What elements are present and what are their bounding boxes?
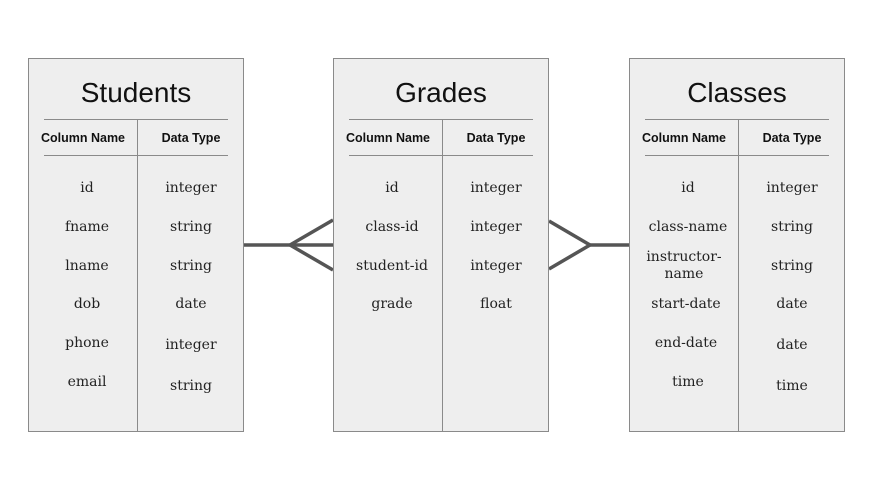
data-type-header: Data Type [466, 131, 526, 145]
row-data-type: string [771, 258, 813, 274]
row-column-name: grade [371, 296, 413, 312]
row-data-type: string [771, 219, 813, 235]
row-data-type: integer [165, 337, 217, 353]
row-column-name: id [385, 180, 399, 196]
divider [44, 119, 228, 120]
column-name-header: Column Name [40, 131, 126, 145]
row-column-name: class-id [365, 219, 419, 235]
row-column-name: start-date [651, 296, 721, 312]
row-data-type: integer [766, 180, 818, 196]
data-type-header: Data Type [762, 131, 822, 145]
divider [645, 119, 829, 120]
row-column-name: end-date [654, 335, 718, 351]
row-column-name: dob [73, 296, 101, 312]
divider [645, 155, 829, 156]
row-data-type: string [170, 219, 212, 235]
row-column-name: id [80, 180, 94, 196]
row-column-name: class-name [648, 219, 728, 235]
row-column-name: id [681, 180, 695, 196]
row-data-type: date [175, 296, 207, 312]
row-data-type: date [776, 296, 808, 312]
row-data-type: integer [165, 180, 217, 196]
row-data-type: string [170, 378, 212, 394]
divider [44, 155, 228, 156]
crows-foot-upper [548, 219, 591, 247]
table-students: Students Column Name Data Type id intege… [28, 58, 244, 432]
crows-foot-lower [548, 243, 591, 271]
row-column-name: email [67, 374, 107, 390]
table-grades: Grades Column Name Data Type id integer … [333, 58, 549, 432]
crows-foot-lower [289, 243, 334, 272]
row-data-type: integer [470, 219, 522, 235]
data-type-header: Data Type [161, 131, 221, 145]
connector-students-grades [244, 218, 334, 272]
column-divider [738, 119, 739, 431]
row-data-type: float [480, 296, 512, 312]
divider [349, 119, 533, 120]
column-divider [137, 119, 138, 431]
row-data-type: integer [470, 180, 522, 196]
divider [349, 155, 533, 156]
row-column-name: lname [65, 258, 109, 274]
table-title: Grades [395, 77, 487, 108]
row-column-name: student-id [356, 258, 428, 274]
table-title: Classes [687, 77, 787, 108]
row-data-type: time [776, 378, 808, 394]
row-column-name: fname [64, 219, 110, 235]
table-title: Students [80, 77, 192, 108]
row-data-type: date [776, 337, 808, 353]
column-divider [442, 119, 443, 431]
row-column-name: time [672, 374, 704, 390]
row-data-type: integer [470, 258, 522, 274]
column-name-header: Column Name [641, 131, 727, 145]
column-name-header: Column Name [345, 131, 431, 145]
row-column-name: instructor-name [646, 249, 722, 282]
row-data-type: string [170, 258, 212, 274]
row-column-name: phone [65, 335, 109, 351]
crows-foot-upper [289, 218, 334, 247]
table-classes: Classes Column Name Data Type id integer… [629, 58, 845, 432]
connector-classes-grades [548, 219, 629, 271]
